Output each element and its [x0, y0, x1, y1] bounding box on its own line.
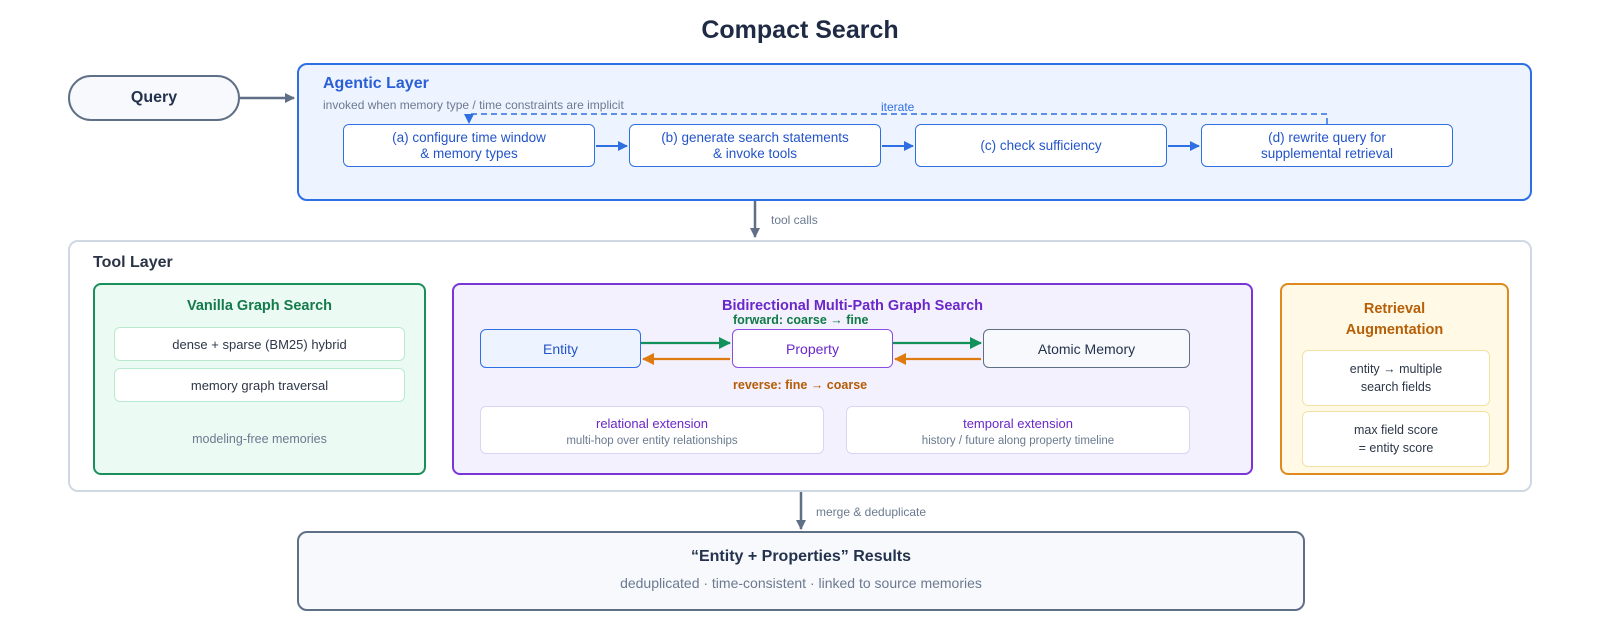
hybrid-search-chip: dense + sparse (BM25) hybrid — [114, 327, 405, 361]
results-box: “Entity + Properties” Results deduplicat… — [297, 531, 1305, 611]
agentic-layer-subtitle: invoked when memory type / time constrai… — [323, 98, 624, 112]
results-title: “Entity + Properties” Results — [690, 548, 912, 565]
merge-deduplicate-label: merge & deduplicate — [816, 505, 927, 519]
retrieval-augmentation-title: Retrieval Augmentation — [1345, 301, 1444, 338]
atomic-memory-node-label: Atomic Memory — [1037, 340, 1136, 357]
step-configure-time-window: (a) configure time window & memory types — [343, 124, 595, 167]
reverse-label: reverse: fine → coarse — [733, 378, 868, 392]
agentic-layer-title: Agentic Layer — [323, 75, 429, 92]
temporal-extension-subtitle: history / future along property timeline — [921, 435, 1115, 447]
property-node-label: Property — [786, 340, 839, 357]
query-node: Query — [68, 75, 240, 121]
graph-traversal-label: memory graph traversal — [190, 377, 329, 393]
forward-label: forward: coarse → fine — [733, 313, 869, 327]
iterate-loop-arrow — [464, 113, 1328, 124]
entity-node-label: Entity — [542, 340, 578, 357]
multiple-search-fields-chip: entity → multiple search fields — [1302, 350, 1490, 406]
diagram-title: Compact Search — [701, 16, 899, 44]
step-rewrite-query: (d) rewrite query for supplemental retri… — [1201, 124, 1453, 167]
tool-layer-title: Tool Layer — [93, 254, 173, 271]
relational-extension-subtitle: multi-hop over entity relationships — [566, 435, 738, 447]
max-field-score-chip: max field score = entity score — [1302, 411, 1490, 467]
entity-node: Entity — [480, 329, 641, 368]
temporal-extension-title: temporal extension — [963, 416, 1073, 431]
relational-extension-title: relational extension — [595, 416, 709, 431]
tool-calls-label: tool calls — [771, 213, 818, 227]
step-check-sufficiency: (c) check sufficiency — [915, 124, 1167, 167]
iterate-label: iterate — [881, 100, 915, 114]
query-label: Query — [130, 89, 178, 106]
hybrid-search-label: dense + sparse (BM25) hybrid — [172, 336, 347, 352]
temporal-extension-box: temporal extension history / future alon… — [846, 406, 1190, 454]
results-subtitle: deduplicated · time-consistent · linked … — [620, 575, 982, 591]
max-field-score-label: max field score = entity score — [1353, 423, 1439, 455]
bidirectional-search-title: Bidirectional Multi-Path Graph Search — [721, 298, 984, 314]
vanilla-graph-search-title: Vanilla Graph Search — [186, 298, 333, 314]
step-generate-search-statements: (b) generate search statements & invoke … — [629, 124, 881, 167]
relational-extension-box: relational extension multi-hop over enti… — [480, 406, 824, 454]
graph-traversal-chip: memory graph traversal — [114, 368, 405, 402]
vanilla-footer: modeling-free memories — [192, 432, 327, 446]
property-node: Property — [732, 329, 893, 368]
atomic-memory-node: Atomic Memory — [983, 329, 1190, 368]
multiple-search-fields-label: entity → multiple search fields — [1349, 362, 1443, 394]
